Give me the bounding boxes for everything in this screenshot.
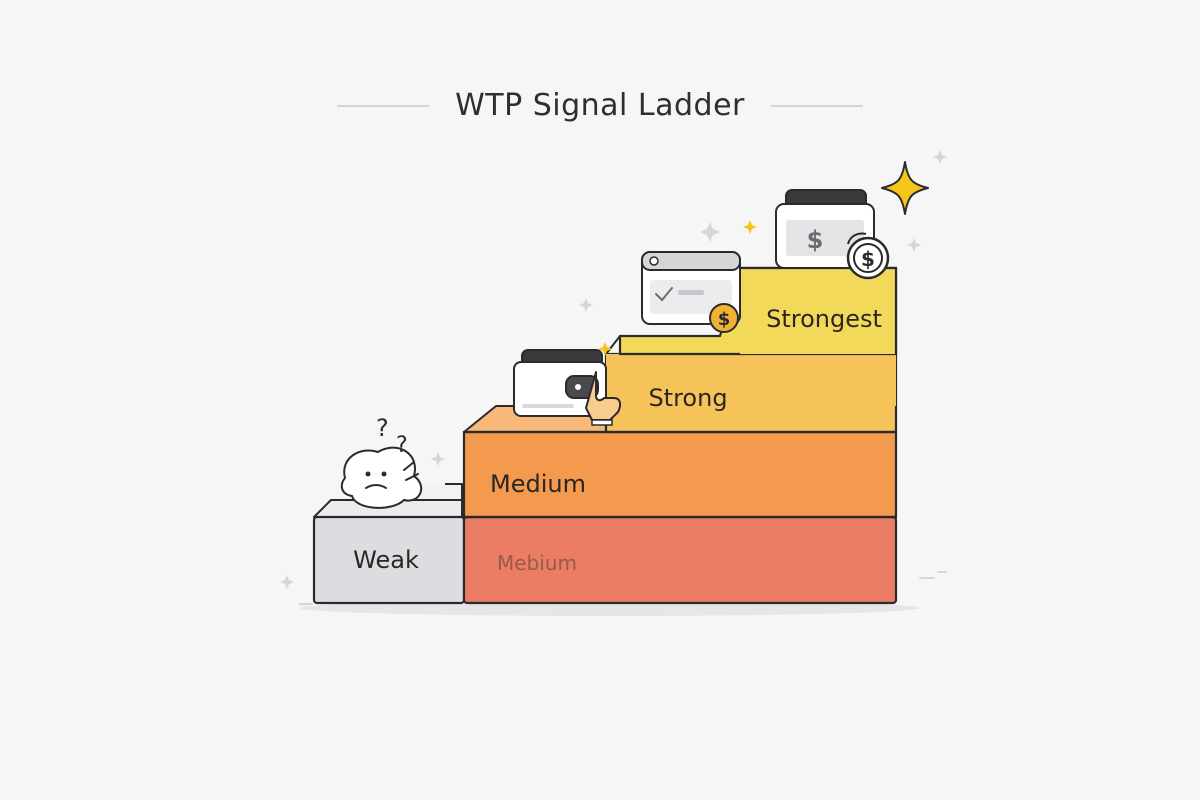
base-faint-label: Mebium — [497, 551, 577, 575]
confused-face-icon: ? ? — [340, 414, 423, 509]
cash-dollar: $ — [807, 226, 824, 254]
strongest-label: Strongest — [766, 305, 882, 333]
strongest-block: Strongest — [618, 266, 898, 356]
question-mark-1: ? — [376, 414, 389, 442]
sparkle-accents — [598, 220, 757, 356]
title-rule-right — [770, 104, 863, 107]
coin-dollar-1: $ — [718, 309, 731, 330]
strong-block: Strong — [604, 335, 898, 434]
strong-label: Strong — [648, 384, 727, 412]
wallet-tap-icon — [513, 349, 622, 426]
checkout-window-coin-icon: $ — [641, 251, 741, 333]
sparkle-dots — [280, 150, 947, 589]
title-rule-left — [337, 104, 430, 107]
title-row: WTP Signal Ladder — [0, 88, 1200, 123]
weak-label: Weak — [353, 546, 419, 574]
sparkle-star-icon — [881, 161, 929, 215]
question-mark-2: ? — [396, 433, 408, 458]
coin-dollar-2: $ — [861, 247, 875, 271]
motion-dashes — [299, 571, 947, 605]
medium-label: Medium — [490, 470, 586, 498]
wallet-cash-coin-icon: $ $ — [775, 189, 890, 280]
diagram-title: WTP Signal Ladder — [455, 88, 745, 123]
